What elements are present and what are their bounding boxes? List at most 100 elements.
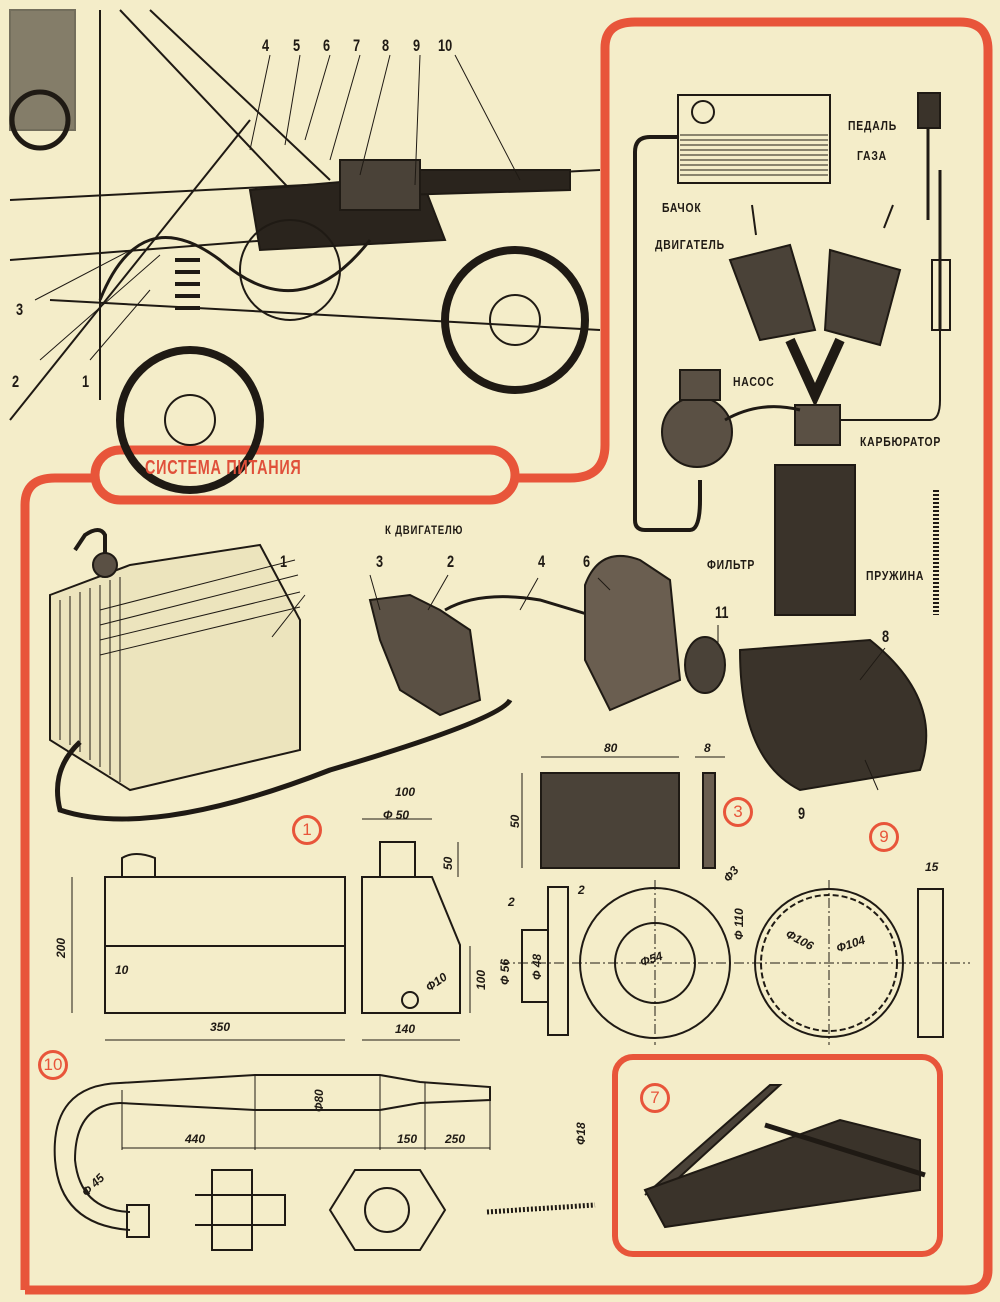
label-pedal: ПЕДАЛЬ (848, 118, 898, 133)
tank-neck-stub (121, 853, 156, 877)
muffler-drawing (53, 1074, 596, 1251)
carburetor-3d (584, 555, 682, 712)
muffler-dimension-lines (121, 1075, 491, 1150)
title-capsule (90, 445, 520, 505)
red-frame (20, 17, 993, 1295)
label-gas: ГАЗА (857, 148, 887, 163)
fuel-system-schematic (633, 92, 951, 616)
callout-4: 4 (262, 36, 270, 55)
dim-outer-d: Ф 56 (498, 958, 512, 985)
callout-9: 9 (413, 36, 421, 55)
vehicle-overview-drawing (9, 9, 601, 494)
callout-8: 8 (382, 36, 390, 55)
filter-drawing (500, 880, 970, 1045)
label-to-engine: К ДВИГАТЕЛЮ (385, 523, 464, 537)
dim-len-a: 440 (185, 1132, 206, 1146)
dim-fitting-offset: 10 (115, 963, 129, 977)
dim-gasket-thickness: 8 (704, 741, 711, 755)
tank-side-hatch (59, 577, 121, 782)
dim-side-top: 100 (395, 785, 416, 799)
tank-fuel-hose (55, 698, 513, 822)
dim-tail-d: Ф18 (574, 1122, 588, 1145)
dim-inner-d: Ф 48 (530, 953, 544, 980)
parts-callout-2: 2 (447, 552, 455, 571)
label-pump: НАСОС (733, 374, 775, 389)
filter-flange-section (521, 886, 569, 1036)
frame-outline (20, 17, 993, 1295)
front-wheel (116, 346, 264, 494)
dim-side-width: 140 (395, 1022, 416, 1036)
parts-callout-8: 8 (882, 627, 890, 646)
hose-clamp-3d (684, 636, 726, 694)
tank-dimension-lines (71, 818, 471, 1041)
tank-drawing (71, 818, 471, 1041)
tank-side-neck (379, 841, 416, 878)
mount-detail-drawing (643, 1084, 926, 1229)
dim-gasket-height: 50 (508, 814, 522, 828)
pedal-rod (926, 128, 942, 330)
exhaust-tail (399, 169, 571, 197)
mount-muffler-body (643, 1118, 921, 1229)
schematic-carburetor (794, 404, 841, 446)
dim-len-c: 250 (445, 1132, 466, 1146)
dim-flange-b: 2 (578, 883, 585, 897)
tank-vent-hose (73, 528, 107, 553)
callout-6: 6 (323, 36, 331, 55)
mount-frame-tube (644, 1084, 783, 1196)
fuel-tank-3d (49, 543, 301, 792)
schematic-engine-right (823, 248, 902, 347)
tank-cap (691, 100, 715, 124)
muffler-nut (126, 1204, 150, 1238)
schematic-filter (774, 464, 856, 616)
dim-gasket-width: 80 (604, 741, 618, 755)
callout-2: 2 (12, 372, 20, 391)
hex-nut-bore (364, 1187, 410, 1233)
air-filter-mesh (339, 159, 421, 211)
rear-wheel (441, 246, 589, 394)
tank-filler-cap (92, 552, 118, 578)
tank-top-hatch (99, 559, 301, 656)
label-tank: БАЧОК (662, 200, 702, 215)
parts-callout-9: 9 (798, 804, 806, 823)
fuel-lines (98, 236, 372, 301)
mount-rod (764, 1122, 926, 1178)
page-title: СИСТЕМА ПИТАНИЯ (145, 457, 302, 479)
callout-leaders (34, 54, 521, 361)
gasket-edge (702, 772, 716, 869)
schematic-engine-left (728, 243, 817, 342)
suspension-spring (175, 258, 200, 310)
muffler-hex-nut (328, 1169, 447, 1251)
callout-1: 1 (82, 372, 90, 391)
callout-10: 10 (438, 36, 453, 55)
pump-bracket (679, 369, 721, 401)
parts-callout-6: 6 (583, 552, 591, 571)
parts-callout-11: 11 (715, 603, 729, 622)
tank-drain-fitting (401, 991, 419, 1009)
pump-to-carb-line (724, 405, 801, 422)
label-engine: ДВИГАТЕЛЬ (655, 237, 725, 252)
gasket-drawing (521, 756, 725, 869)
badge-detail-9: 9 (869, 822, 899, 852)
label-spring: ПРУЖИНА (866, 568, 925, 583)
tank-hatching (680, 134, 828, 176)
muffler-bend (53, 1082, 131, 1231)
detail-7-frame (612, 1054, 943, 1257)
callout-leaders-parts (271, 574, 886, 791)
badge-detail-1: 1 (292, 815, 322, 845)
dim-flange-a: 2 (508, 895, 515, 909)
muffler-spring (486, 1202, 596, 1215)
steering-wheel (9, 89, 71, 151)
muffler-outline (119, 1074, 491, 1111)
pump-to-carb-hose (444, 595, 591, 617)
gas-pedal (917, 92, 941, 129)
filter-centerlines (500, 880, 970, 1045)
throttle-spring-box (931, 259, 951, 331)
dim-side-lower-height: 100 (474, 969, 488, 990)
dim-overall-d: Ф 110 (732, 908, 746, 940)
label-filter: ФИЛЬТР (707, 557, 756, 572)
dim-neck-diameter: Ф 50 (383, 808, 410, 822)
callout-7: 7 (353, 36, 361, 55)
callout-5: 5 (293, 36, 301, 55)
dim-neck-height: 50 (441, 856, 455, 870)
